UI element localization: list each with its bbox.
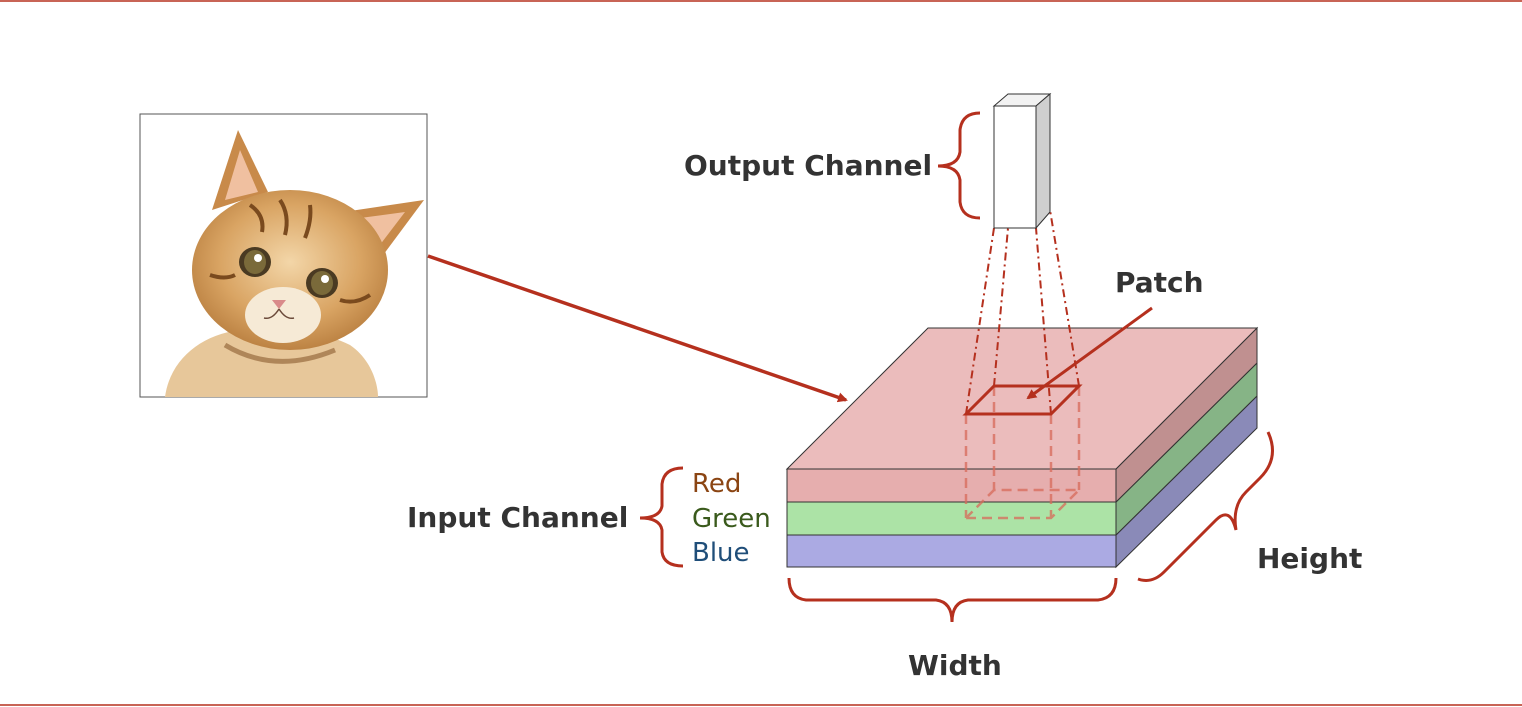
height-brace — [1137, 431, 1274, 582]
patch-label: Patch — [1115, 266, 1204, 299]
output-channel-brace — [937, 111, 981, 220]
input-channel-brace — [639, 466, 684, 568]
red-channel-label: Red — [692, 469, 741, 499]
input-tensor — [785, 326, 1259, 569]
output-column — [992, 92, 1052, 230]
blue-channel-label: Blue — [692, 538, 750, 568]
cat-image — [139, 113, 428, 398]
width-label: Width — [908, 649, 1002, 682]
output-channel-label: Output Channel — [684, 149, 932, 182]
input-channel-label: Input Channel — [407, 501, 628, 534]
height-label: Height — [1257, 542, 1362, 575]
arrow-right-down-icon — [427, 254, 848, 403]
green-channel-label: Green — [692, 504, 771, 534]
width-brace — [787, 577, 1118, 623]
patch-pointer-arrow — [1026, 306, 1153, 400]
patch-volume — [964, 386, 1083, 520]
